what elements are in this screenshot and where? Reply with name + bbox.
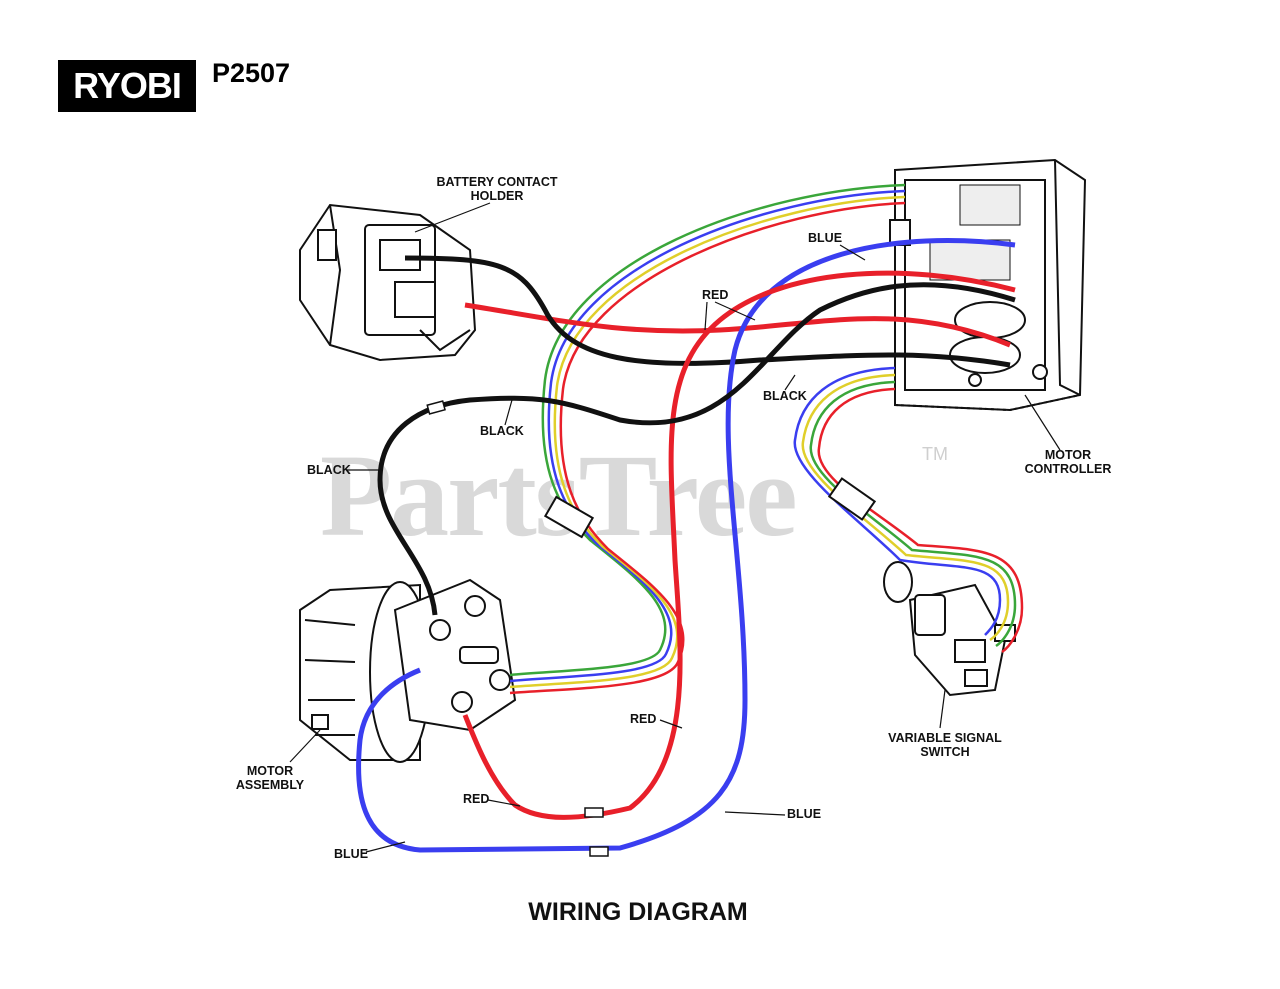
wire-label-red-bottom: RED [463, 792, 490, 806]
wire-label-red-mid: RED [630, 712, 657, 726]
signal-bundle-to-motor [509, 183, 906, 695]
label-line: MOTOR [1044, 448, 1092, 462]
wire-label-blue-top: BLUE [808, 231, 843, 245]
battery-black-wire [404, 255, 1011, 368]
wire-connectors [426, 400, 609, 857]
model-number: P2507 [212, 58, 291, 88]
label-line: MOTOR [246, 764, 294, 778]
battery-contact-holder-drawing [299, 203, 477, 362]
label-line: ASSEMBLY [235, 778, 305, 792]
diagram-title: WIRING DIAGRAM [528, 898, 748, 926]
label-motor-controller: MOTOR CONTROLLER [1018, 448, 1118, 476]
label-line: SWITCH [920, 745, 970, 759]
label-line: VARIABLE SIGNAL [888, 731, 1002, 745]
signal-bundle-to-switch [793, 366, 1024, 654]
wire-label-blue-bottom-right: BLUE [787, 807, 822, 821]
variable-signal-switch-drawing [883, 561, 1016, 697]
label-battery-contact-holder: BATTERY CONTACT HOLDER [432, 175, 562, 203]
controller-blue-wire [356, 238, 1016, 853]
wire-label-black-right: BLACK [763, 389, 807, 403]
label-line: HOLDER [470, 189, 524, 203]
wire-label-blue-bottom-left: BLUE [334, 847, 369, 861]
label-line: BATTERY CONTACT [436, 175, 558, 189]
controller-black-wire [377, 282, 1016, 616]
wire-label-black-left: BLACK [307, 463, 351, 477]
motor-assembly-drawing [299, 578, 517, 763]
watermark-tm: TM [922, 444, 948, 464]
ryobi-logo: RYOBI [58, 60, 196, 112]
wire-label-black-mid: BLACK [480, 424, 524, 438]
label-line: CONTROLLER [1024, 462, 1112, 476]
label-variable-signal-switch: VARIABLE SIGNAL SWITCH [880, 731, 1010, 759]
label-motor-assembly: MOTOR ASSEMBLY [222, 764, 318, 792]
leader-lines [289, 202, 1061, 853]
wire-label-red-top: RED [702, 288, 729, 302]
motor-controller-drawing [889, 158, 1087, 412]
